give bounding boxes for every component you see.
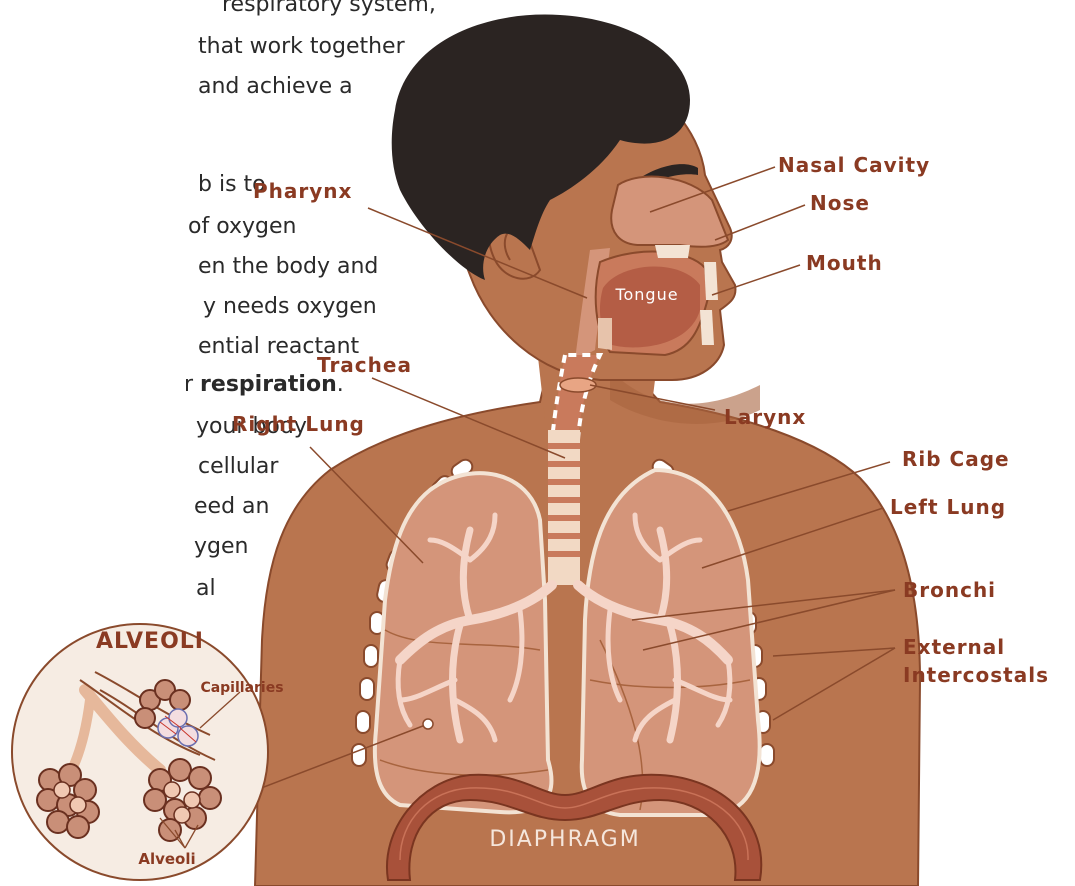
inset-title: ALVEOLI [96,629,204,654]
alveoli-inset: ALVEOLI Capillaries Alveoli [12,624,284,880]
label-nasal-cavity: Nasal Cavity [778,153,930,177]
label-alveoli: Alveoli [138,850,195,868]
label-left-lung: Left Lung [890,495,1006,519]
label-external-intercostals-line1: External [903,635,1005,659]
label-rib-cage: Rib Cage [902,447,1010,471]
label-capillaries: Capillaries [200,680,283,696]
label-right-lung: Right Lung [232,412,365,436]
label-trachea: Trachea [317,353,412,377]
label-diaphragm: DIAPHRAGM [489,827,640,852]
label-tongue: Tongue [614,285,678,304]
label-pharynx: Pharynx [253,179,352,203]
label-nose: Nose [810,191,870,215]
label-bronchi: Bronchi [903,578,996,602]
label-external-intercostals-line2: Intercostals [903,663,1049,687]
label-mouth: Mouth [806,251,883,275]
label-larynx: Larynx [724,405,806,429]
